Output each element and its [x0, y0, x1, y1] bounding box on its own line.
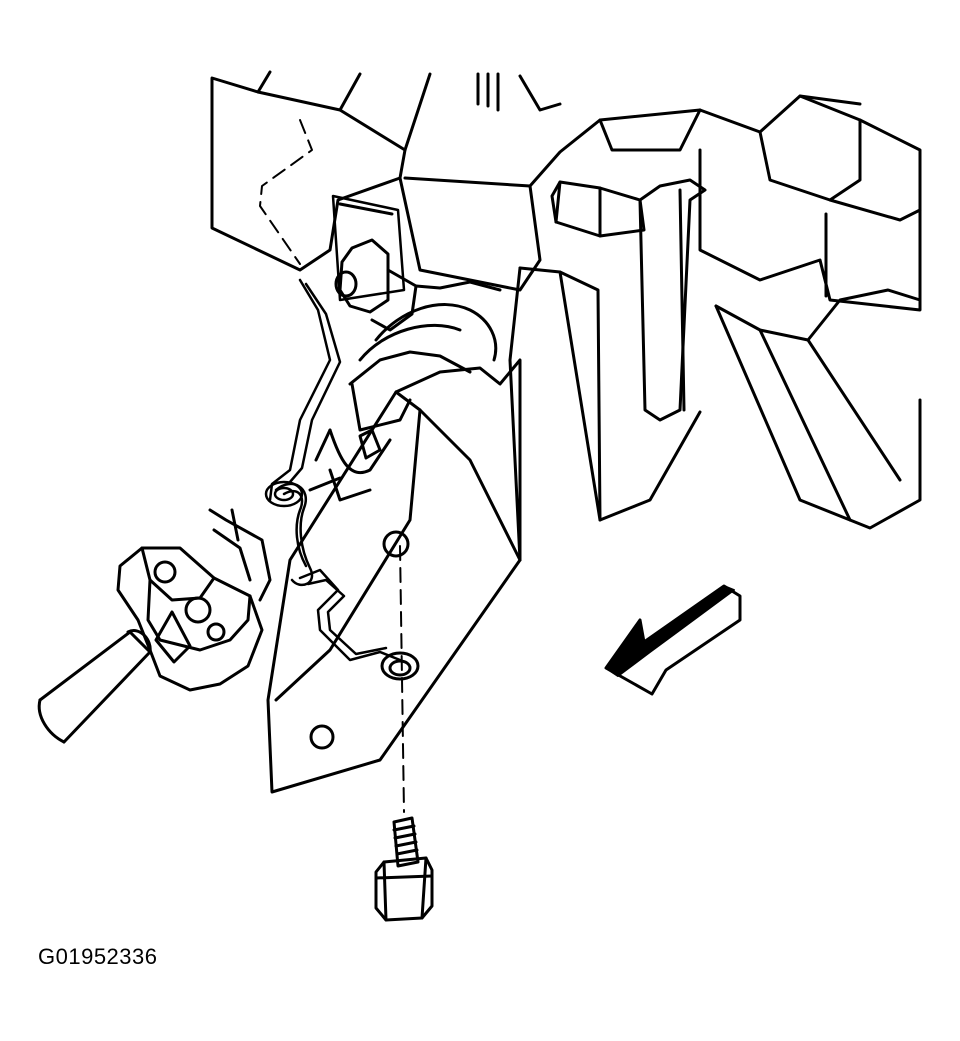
- forward-arrow-icon: [604, 584, 742, 696]
- mounting-hole: [309, 724, 335, 750]
- steering-shaft: [37, 629, 152, 744]
- mounting-bolt: [374, 816, 434, 922]
- universal-joint: [116, 508, 272, 692]
- wire-harness: [264, 278, 402, 662]
- bolt-hole: [382, 530, 410, 558]
- dash-panel-structure: [210, 70, 922, 562]
- bolt-centerline: [259, 119, 405, 813]
- upper-stud-nut: [334, 238, 502, 332]
- figure-id-label: G01952336: [38, 944, 158, 969]
- intermediate-shaft-housing: [308, 303, 498, 502]
